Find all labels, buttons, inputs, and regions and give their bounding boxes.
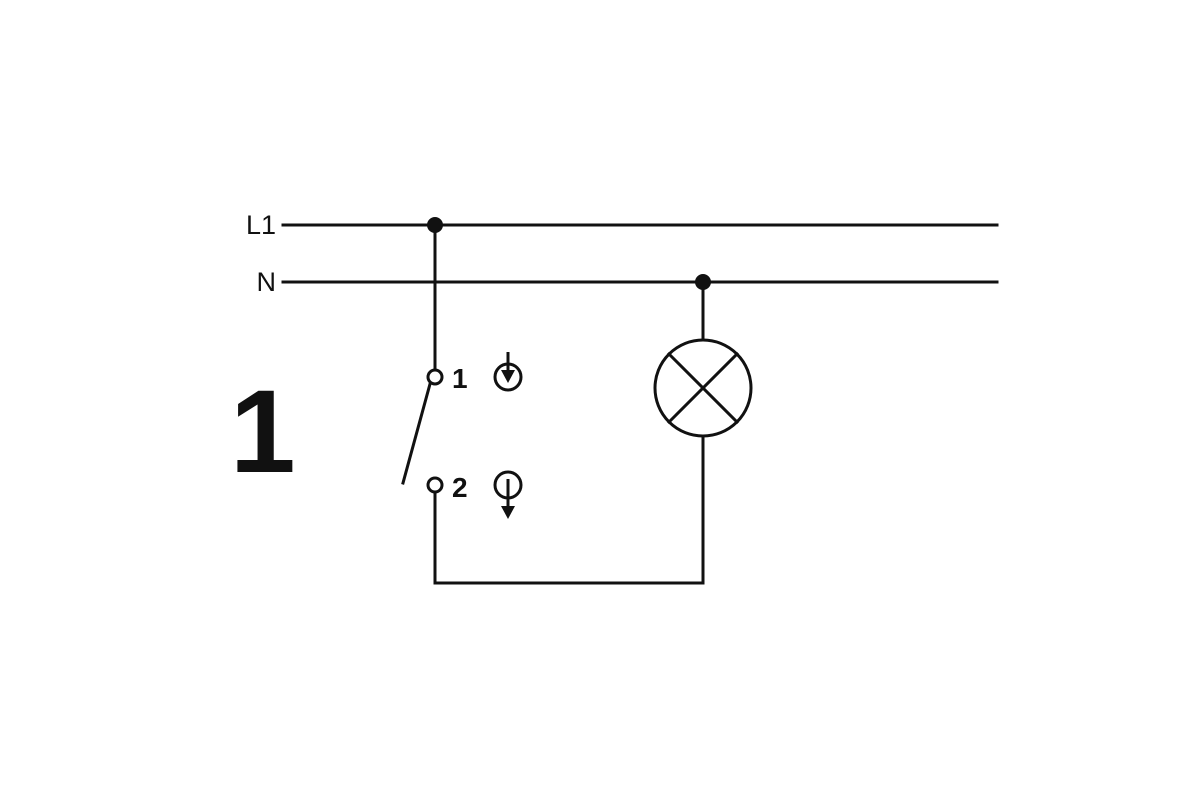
symbol-1-arrow-head (501, 370, 515, 383)
terminal-2-label: 2 (452, 472, 468, 503)
lamp-circle (653, 338, 753, 438)
figure-number: 1 (230, 366, 296, 498)
symbol-2-arrow-head (501, 506, 515, 519)
n-junction-dot (695, 274, 711, 290)
terminal-1-circle (426, 368, 444, 386)
n-label: N (257, 267, 277, 297)
l1-junction-dot (427, 217, 443, 233)
lamp-icon (653, 338, 753, 438)
switch-return-wire (433, 434, 705, 585)
down-arrow-into-circle-icon (493, 352, 523, 392)
switch-lever (401, 382, 432, 485)
terminal-2-circle (426, 476, 444, 494)
supply-wires (281, 223, 999, 284)
terminal-1-label: 1 (452, 363, 468, 394)
lamp-cross-line-b (666, 351, 740, 425)
l1-label: L1 (246, 210, 276, 240)
branch-wires (401, 223, 705, 585)
down-arrow-out-of-circle-icon (493, 470, 523, 519)
